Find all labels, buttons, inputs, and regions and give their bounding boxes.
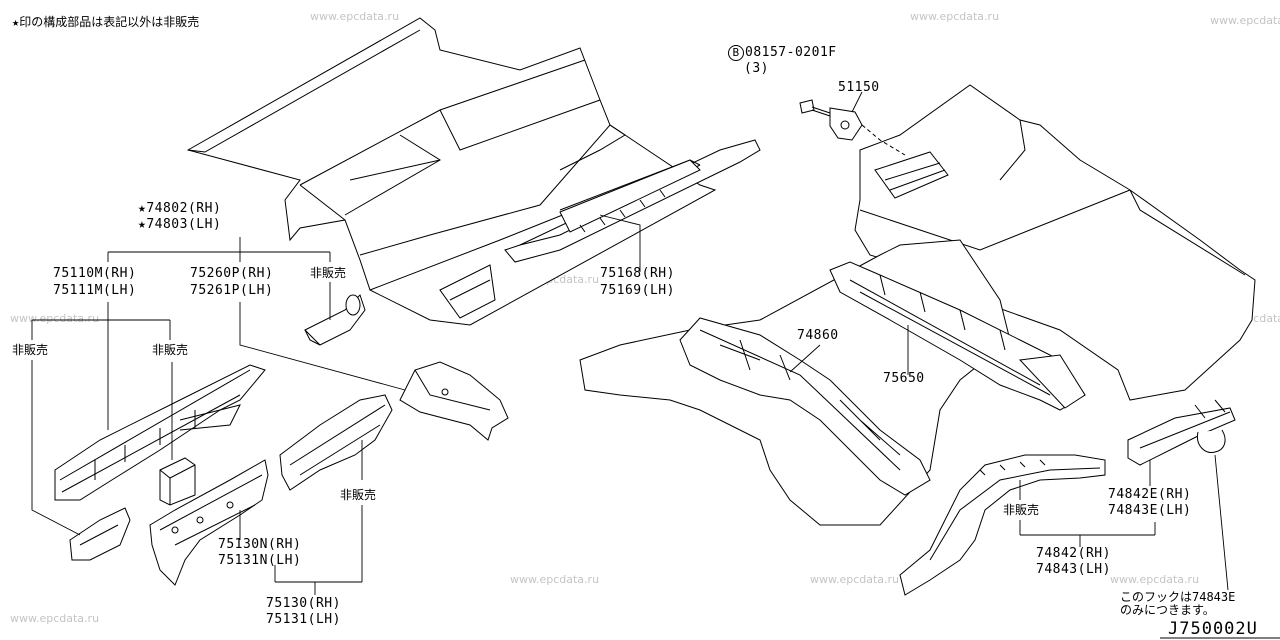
- part-51150[interactable]: 51150: [838, 80, 880, 95]
- not-sold-label: 非販売: [310, 266, 347, 280]
- part-75260p[interactable]: 75260P(RH): [190, 266, 274, 281]
- hook-note-line-2: のみにつきます。: [1120, 603, 1215, 617]
- part-75131[interactable]: 75131(LH): [266, 612, 341, 627]
- rear-side-member-75110: [54, 364, 266, 501]
- part-75131n[interactable]: 75131N(LH): [218, 553, 302, 568]
- part-75130n[interactable]: 75130N(RH): [218, 537, 302, 552]
- part-75261p[interactable]: 75261P(LH): [190, 283, 274, 298]
- member-75260p: [279, 394, 393, 491]
- watermark: www.epcdata.ru: [10, 612, 100, 625]
- not-sold-label: 非販売: [1003, 503, 1040, 517]
- part-74860[interactable]: 74860: [797, 328, 839, 343]
- bolt-08157: [799, 99, 831, 117]
- member-74860: [679, 317, 931, 496]
- extension-75260p: [399, 361, 509, 441]
- watermark: www.epcdata.ru: [310, 10, 400, 23]
- bolt-quantity: (3): [744, 61, 769, 76]
- hook-icon: [1196, 429, 1226, 454]
- part-74803[interactable]: ★74803(LH): [138, 217, 222, 232]
- bracket-small: [304, 294, 366, 346]
- crossmember-75650: [829, 261, 1086, 411]
- watermark: www.epcdata.ru: [1210, 14, 1280, 27]
- block-not-sold-left: [159, 457, 196, 506]
- part-74842e[interactable]: 74842E(RH): [1108, 487, 1192, 502]
- part-75168[interactable]: 75168(RH): [600, 266, 675, 281]
- watermark: www.epcdata.ru: [910, 10, 1000, 23]
- part-75650[interactable]: 75650: [883, 371, 925, 386]
- not-sold-label: 非販売: [12, 343, 49, 357]
- rear-crossmember-left-floor: [439, 264, 496, 319]
- bracket-51150: [829, 107, 906, 156]
- part-75110m[interactable]: 75110M(RH): [53, 266, 137, 281]
- part-75169[interactable]: 75169(LH): [600, 283, 675, 298]
- rear-floor-panel-right: [854, 84, 1256, 401]
- watermark: www.epcdata.ru: [1110, 573, 1200, 586]
- diagram-code: J750002U: [1168, 619, 1258, 639]
- hook-note-line-1: このフックは74843E: [1120, 590, 1236, 604]
- leader-lines: [31, 91, 1229, 595]
- part-74843e[interactable]: 74843E(LH): [1108, 503, 1192, 518]
- part-74802[interactable]: ★74802(RH): [138, 201, 222, 216]
- not-sold-label: 非販売: [340, 488, 377, 502]
- bolt-symbol-circle: B: [728, 45, 744, 61]
- watermark: www.epcdata.ru: [510, 573, 600, 586]
- header-note: ★印の構成部品は表記以外は非販売: [12, 15, 200, 29]
- part-75130[interactable]: 75130(RH): [266, 596, 341, 611]
- part-75111m[interactable]: 75111M(LH): [53, 283, 137, 298]
- rear-side-member-left-floor: [504, 139, 761, 263]
- part-74842[interactable]: 74842(RH): [1036, 546, 1111, 561]
- wheelhouse-74842: [899, 454, 1106, 596]
- rear-floor-panel-left: [186, 17, 717, 326]
- bracket-75110-foot: [69, 507, 131, 561]
- watermark: www.epcdata.ru: [810, 573, 900, 586]
- bolt-code: 08157-0201F: [745, 45, 837, 60]
- not-sold-label: 非販売: [152, 343, 189, 357]
- part-74843[interactable]: 74843(LH): [1036, 562, 1111, 577]
